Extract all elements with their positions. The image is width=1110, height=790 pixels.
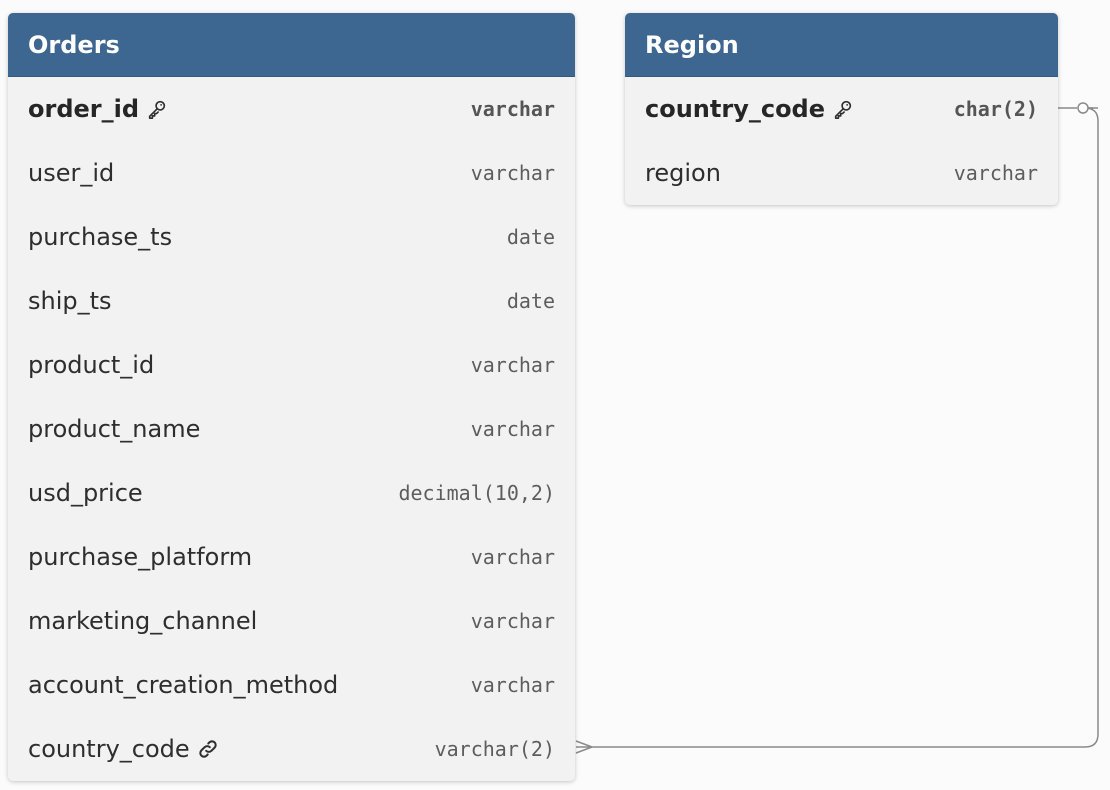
column-type: varchar	[470, 353, 555, 377]
key-icon	[832, 97, 856, 121]
column-name: ship_ts	[28, 287, 112, 315]
many-marker	[575, 740, 593, 754]
field-name-group: product_id	[28, 351, 154, 379]
field-name-group: user_id	[28, 159, 114, 187]
region-table[interactable]: Region country_code char(2) region varchar	[625, 13, 1058, 205]
field-name-group: ship_ts	[28, 287, 112, 315]
orders-row-user-id[interactable]: user_id varchar	[8, 141, 575, 205]
column-type: varchar	[470, 417, 555, 441]
orders-table-header[interactable]: Orders	[8, 13, 575, 77]
field-name-group: region	[645, 159, 721, 187]
column-name: account_creation_method	[28, 671, 339, 699]
field-name-group: purchase_ts	[28, 223, 172, 251]
key-icon	[146, 97, 170, 121]
column-type: decimal(10,2)	[398, 481, 555, 505]
orders-row-account-creation-method[interactable]: account_creation_method varchar	[8, 653, 575, 717]
region-row-country-code[interactable]: country_code char(2)	[625, 77, 1058, 141]
column-name: marketing_channel	[28, 607, 258, 635]
field-name-group: country_code	[28, 735, 221, 763]
link-icon	[197, 737, 221, 761]
field-name-group: country_code	[645, 95, 856, 123]
column-name: country_code	[645, 95, 826, 123]
column-type: varchar	[470, 673, 555, 697]
column-name: purchase_ts	[28, 223, 173, 251]
column-name: product_name	[28, 415, 201, 443]
orders-row-marketing-channel[interactable]: marketing_channel varchar	[8, 589, 575, 653]
column-type: char(2)	[953, 97, 1038, 121]
field-name-group: marketing_channel	[28, 607, 257, 635]
region-row-region[interactable]: region varchar	[625, 141, 1058, 205]
orders-row-ship-ts[interactable]: ship_ts date	[8, 269, 575, 333]
column-type: varchar	[470, 97, 555, 121]
zero-marker	[1077, 102, 1089, 114]
field-name-group: usd_price	[28, 479, 143, 507]
column-type: date	[506, 225, 555, 249]
column-name: order_id	[28, 95, 140, 123]
column-name: user_id	[28, 159, 115, 187]
orders-row-order-id[interactable]: order_id varchar	[8, 77, 575, 141]
column-type: varchar	[470, 545, 555, 569]
column-name: product_id	[28, 351, 155, 379]
column-name: region	[645, 159, 721, 187]
column-name: usd_price	[28, 479, 143, 507]
field-name-group: purchase_platform	[28, 543, 252, 571]
column-name: purchase_platform	[28, 543, 253, 571]
field-name-group: order_id	[28, 95, 170, 123]
column-type: varchar(2)	[434, 737, 555, 761]
orders-row-country-code[interactable]: country_code varchar(2)	[8, 717, 575, 781]
orders-row-purchase-platform[interactable]: purchase_platform varchar	[8, 525, 575, 589]
column-name: country_code	[28, 735, 190, 763]
column-type: date	[506, 289, 555, 313]
column-type: varchar	[953, 161, 1038, 185]
orders-row-product-id[interactable]: product_id varchar	[8, 333, 575, 397]
orders-row-usd-price[interactable]: usd_price decimal(10,2)	[8, 461, 575, 525]
orders-row-purchase-ts[interactable]: purchase_ts date	[8, 205, 575, 269]
region-table-header[interactable]: Region	[625, 13, 1058, 77]
field-name-group: account_creation_method	[28, 671, 338, 699]
orders-row-product-name[interactable]: product_name varchar	[8, 397, 575, 461]
column-type: varchar	[470, 609, 555, 633]
column-type: varchar	[470, 161, 555, 185]
field-name-group: product_name	[28, 415, 200, 443]
